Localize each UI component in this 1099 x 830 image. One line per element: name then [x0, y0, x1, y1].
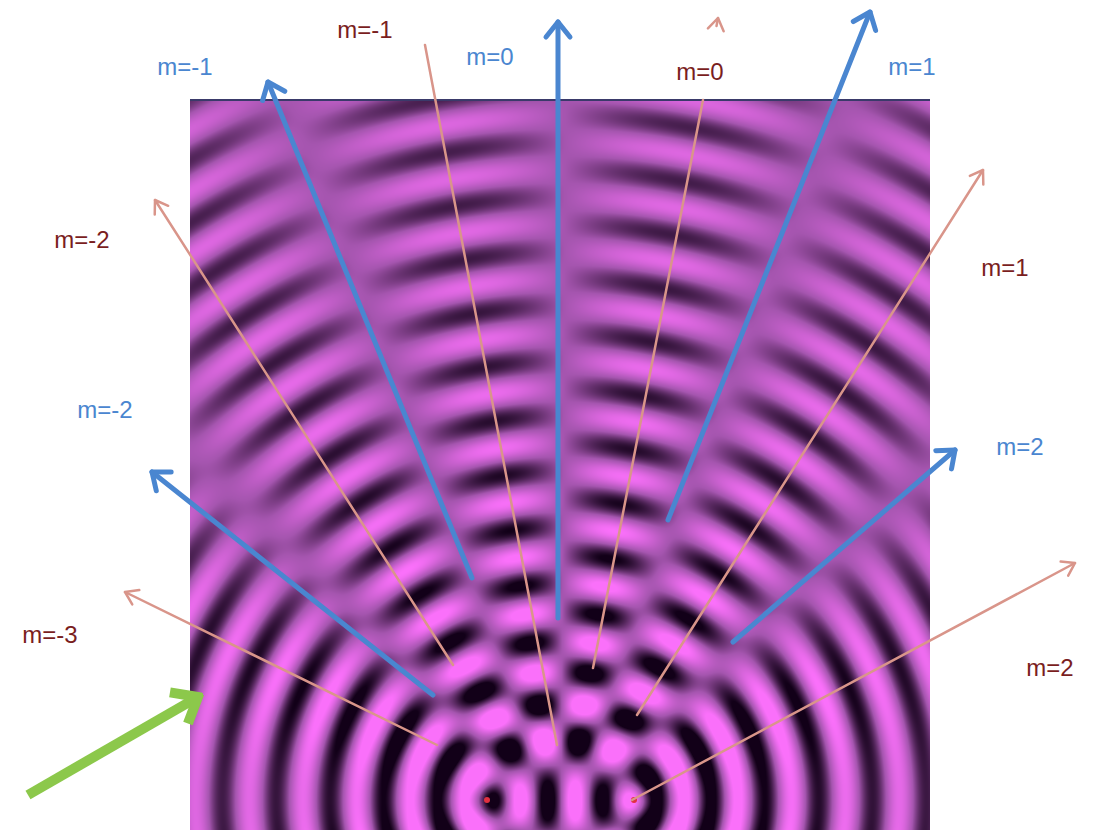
- pink-order-line: [637, 170, 983, 715]
- order-label: m=-2: [54, 228, 109, 252]
- order-label: m=-2: [77, 398, 132, 422]
- blue-order-arrow: [556, 22, 561, 618]
- blue-order-arrow: [152, 472, 433, 695]
- order-label: m=2: [1026, 656, 1073, 680]
- incident-arrow: [28, 697, 198, 795]
- pink-order-line: [632, 563, 1075, 800]
- blue-order-arrow: [733, 450, 955, 642]
- blue-order-arrow: [668, 12, 870, 520]
- order-label: m=2: [996, 435, 1043, 459]
- order-label: m=1: [981, 256, 1028, 280]
- order-label: m=-1: [337, 18, 392, 42]
- order-label: m=1: [888, 55, 935, 79]
- order-label: m=0: [466, 45, 513, 69]
- pink-arrowhead: [717, 18, 719, 26]
- point-source: [484, 797, 490, 803]
- pink-order-line: [593, 100, 703, 668]
- order-label: m=0: [676, 60, 723, 84]
- pink-order-line: [425, 45, 557, 745]
- pink-order-line: [125, 592, 437, 745]
- blue-order-arrow: [268, 82, 472, 578]
- order-label: m=-3: [22, 623, 77, 647]
- order-label: m=-1: [157, 55, 212, 79]
